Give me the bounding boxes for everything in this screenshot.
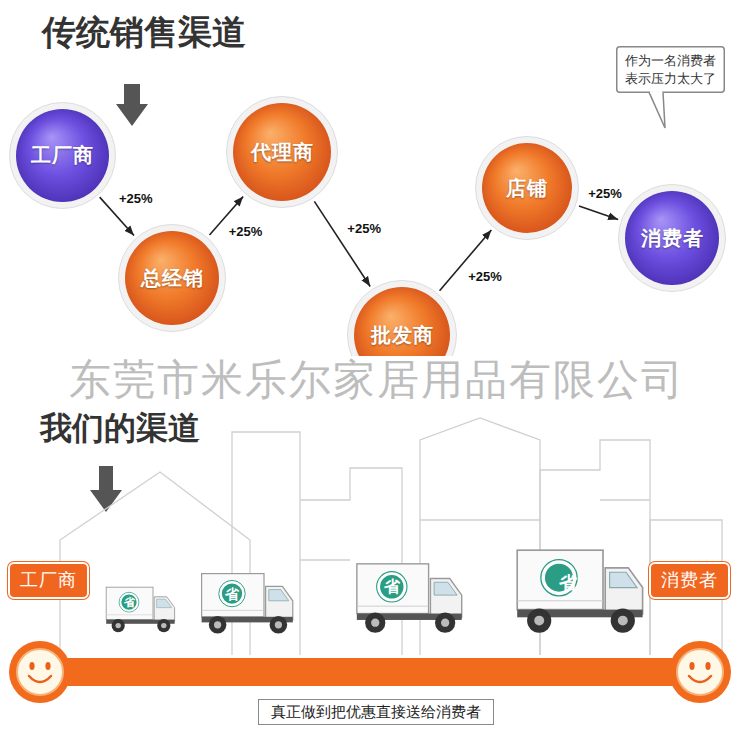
smiley-ring <box>9 641 71 703</box>
speech-bubble: 作为一名消费者 表示压力太大了 <box>616 46 725 93</box>
node-text: 工厂商 <box>31 142 94 169</box>
smiley-eye <box>45 662 50 670</box>
factory-circle: 工厂商 <box>9 102 116 209</box>
building-outline <box>300 468 402 655</box>
node-text: 消费者 <box>661 569 718 592</box>
truck-logo-text: 省 <box>124 596 135 609</box>
circle-fill <box>125 231 219 325</box>
delivery-truck <box>106 587 174 632</box>
circle-fill <box>233 103 331 201</box>
node-text: 店铺 <box>506 175 548 202</box>
channel-tab: 消费者 <box>649 562 730 599</box>
node-text: 消费者 <box>641 225 704 252</box>
smiley-face <box>17 649 63 695</box>
smiley <box>9 641 71 703</box>
delivery-truck <box>517 550 642 633</box>
delivery-truck <box>202 574 293 634</box>
page-title: 传统销售渠道 <box>42 12 246 53</box>
circle-fill <box>625 191 719 285</box>
delivery-truck <box>357 564 462 633</box>
markup-label: +25% <box>117 191 155 207</box>
truck-logo-text: 省 <box>384 578 400 596</box>
channel-tab: 工厂商 <box>8 562 89 599</box>
truck-logo-text: 省 <box>225 586 239 602</box>
smiley-eye <box>705 662 710 670</box>
watermark: 东莞市米乐尔家居用品有限公司 <box>69 356 685 404</box>
circle-halo <box>9 102 115 208</box>
markup-label: +25% <box>345 221 383 237</box>
circle-halo <box>227 97 338 208</box>
smiley-mouth <box>29 676 51 682</box>
markup-label: +25% <box>466 269 504 285</box>
smiley-eye <box>689 662 694 670</box>
markup-label: +25% <box>227 224 265 240</box>
node-text: 作为一名消费者 表示压力太大了 <box>624 52 717 87</box>
circle-fill <box>16 109 109 202</box>
node-text: 总经销 <box>141 265 204 292</box>
channel-bar <box>30 658 710 686</box>
truck-logo-text: 省 <box>559 573 577 594</box>
flow-arrow <box>314 201 370 286</box>
markup-label: +25% <box>586 186 624 202</box>
smiley-face <box>677 649 723 695</box>
circle-halo <box>476 137 579 240</box>
smiley-ring <box>669 641 731 703</box>
smiley-eye <box>29 662 34 670</box>
city-outline <box>60 418 722 655</box>
section-heading: 我们的渠道 <box>40 410 200 447</box>
circle-halo <box>619 185 726 292</box>
channel-circle: 代理商 <box>226 96 338 208</box>
bubble-seam <box>650 91 662 93</box>
down-arrow <box>90 466 122 512</box>
circle-halo <box>119 225 226 332</box>
down-arrow <box>116 84 148 126</box>
channel-circle: 总经销 <box>118 224 226 332</box>
node-text: 工厂商 <box>20 569 77 592</box>
caption: 真正做到把优惠直接送给消费者 <box>258 699 494 725</box>
consumer-circle: 消费者 <box>618 184 726 292</box>
smiley <box>669 641 731 703</box>
circle-fill <box>482 143 572 233</box>
flow-arrow <box>579 206 618 219</box>
channel-circle: 店铺 <box>475 136 579 240</box>
smiley-mouth <box>689 676 711 682</box>
bubble-tail <box>649 92 665 128</box>
node-text: 批发商 <box>371 322 434 349</box>
node-text: 代理商 <box>251 139 314 166</box>
bubble-box <box>617 47 725 93</box>
